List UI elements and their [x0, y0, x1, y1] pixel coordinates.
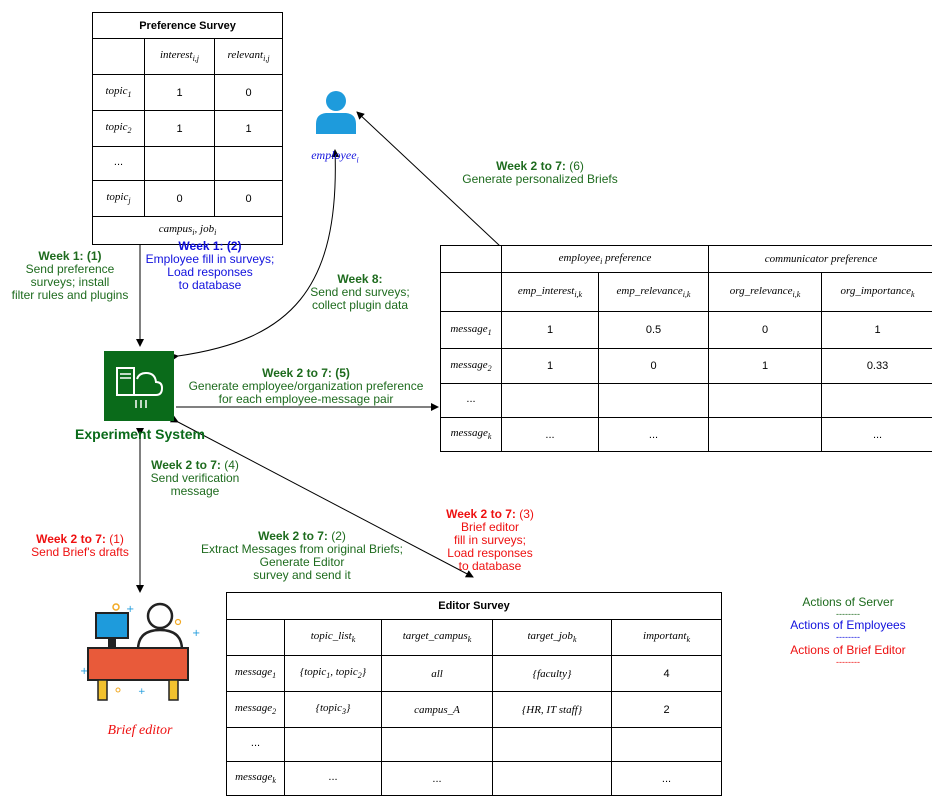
- communicator-preference-header: communicator preference: [709, 246, 932, 273]
- employee-label: employeei: [300, 149, 370, 166]
- step-week1-1: Week 1: (1) Send preference surveys; ins…: [2, 250, 138, 302]
- table-row: message1 {topic1, topic2} all {faculty} …: [227, 656, 722, 692]
- legend: Actions of Server -------- Actions of Em…: [778, 596, 918, 667]
- col-interest: interesti,j: [145, 39, 215, 75]
- step-week2-7-4: Week 2 to 7: (4) Send verification messa…: [145, 459, 245, 498]
- col-target-campus: target_campusk: [382, 620, 493, 656]
- table-row: messagek ... ......: [227, 762, 722, 796]
- step-week8: Week 8: Send end surveys; collect plugin…: [300, 273, 420, 312]
- preference-table: employeei preference communicator prefer…: [440, 245, 932, 452]
- preference-survey-table: Preference Survey interesti,j relevanti,…: [92, 12, 283, 245]
- table-row: ...: [441, 384, 932, 418]
- legend-server: Actions of Server: [778, 596, 918, 609]
- table-row: messagek .........: [441, 418, 932, 452]
- step-week1-2: Week 1: (2) Employee fill in surveys; Lo…: [140, 240, 280, 292]
- legend-divider: --------: [778, 657, 918, 667]
- table-row: message2 {topic3} campus_A {HR, IT staff…: [227, 692, 722, 728]
- table-row: ...: [227, 728, 722, 762]
- step-week2-7-6: Week 2 to 7: (6) Generate personalized B…: [440, 160, 640, 186]
- editor-survey-title: Editor Survey: [227, 593, 722, 620]
- step-week2-7-3: Week 2 to 7: (3) Brief editor fill in su…: [435, 508, 545, 573]
- step-week2-7-5: Week 2 to 7: (5) Generate employee/organ…: [175, 367, 437, 406]
- col-important: importantk: [612, 620, 722, 656]
- svg-text:+: +: [138, 687, 146, 697]
- corner-cell: [93, 39, 145, 75]
- col-org-importance: org_importancek: [822, 273, 932, 312]
- col-emp-interest: emp_interesti,k: [502, 273, 599, 312]
- desk-person-icon: + + + +: [78, 598, 204, 706]
- col-org-relevance: org_relevancei,k: [709, 273, 822, 312]
- preference-survey-title: Preference Survey: [93, 13, 283, 39]
- brief-editor-label: Brief editor: [90, 724, 190, 737]
- editor-survey-table: Editor Survey topic_listk target_campusk…: [226, 592, 722, 796]
- server-cloud-icon: [104, 351, 174, 421]
- col-target-job: target_jobk: [493, 620, 612, 656]
- step-week2-7-1: Week 2 to 7: (1) Send Brief's drafts: [25, 533, 135, 559]
- col-topic-list: topic_listk: [285, 620, 382, 656]
- employee-preference-header: employeei preference: [502, 246, 709, 273]
- col-relevant: relevanti,j: [215, 39, 283, 75]
- step-week2-7-2: Week 2 to 7: (2) Extract Messages from o…: [188, 530, 416, 582]
- legend-employees: Actions of Employees: [778, 619, 918, 632]
- person-icon: [314, 90, 358, 136]
- table-row: ...: [93, 147, 283, 181]
- experiment-system-label: Experiment System: [65, 428, 215, 441]
- svg-text:+: +: [192, 628, 200, 639]
- legend-divider: --------: [778, 632, 918, 642]
- col-emp-relevance: emp_relevancei,k: [599, 273, 709, 312]
- legend-editor: Actions of Brief Editor: [778, 644, 918, 657]
